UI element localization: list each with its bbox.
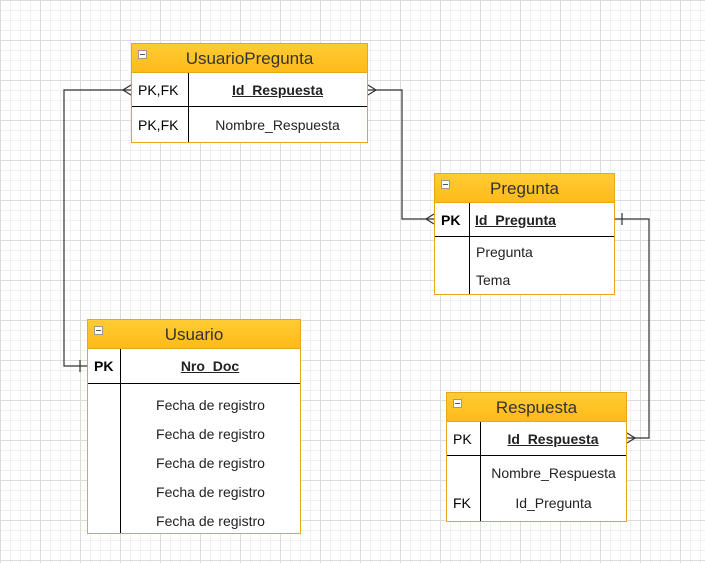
field-name: Id_Respuesta [507, 430, 599, 447]
attributes-section: Fecha de registro Fecha de registro Fech… [88, 384, 300, 533]
key-column: FK [447, 456, 481, 521]
collapse-icon[interactable] [138, 50, 147, 59]
key-label: PK [88, 349, 121, 383]
collapse-icon[interactable] [453, 399, 462, 408]
attribute[interactable]: Id_Pregunta [515, 495, 592, 511]
attribute[interactable]: Fecha de registro [156, 483, 265, 500]
field-name: Id_Pregunta [475, 211, 556, 228]
attribute[interactable]: Fecha de registro [156, 396, 265, 413]
key-column [88, 384, 121, 533]
key-label: PK [435, 203, 470, 236]
field-name: Id_Respuesta [231, 81, 324, 98]
field-name: Nro_Doc [180, 358, 240, 374]
entity-title: Usuario [164, 325, 224, 344]
crowfoot-many-end [367, 84, 378, 96]
connector-pregunta-respuesta[interactable] [615, 213, 650, 444]
key-label [447, 458, 480, 488]
attribute[interactable]: Fecha de registro [156, 454, 265, 471]
pk-row[interactable]: PK Id_Respuesta [447, 422, 626, 456]
attributes-section: FK Nombre_Respuesta Id_Pregunta [447, 456, 626, 521]
entity-header[interactable]: UsuarioPregunta [132, 44, 367, 73]
entity-title: UsuarioPregunta [185, 49, 314, 68]
key-label: PK [447, 422, 481, 455]
entity-usuariopregunta[interactable]: UsuarioPregunta PK,FK Id_Respuesta PK,FK… [131, 43, 368, 143]
key-label: PK,FK [132, 73, 189, 106]
entity-header[interactable]: Respuesta [447, 393, 626, 422]
connector-usuariopregunta-pregunta[interactable] [367, 84, 435, 225]
crowfoot-many-end [121, 84, 132, 96]
connector-usuariopregunta-usuario[interactable] [63, 84, 132, 372]
entity-usuario[interactable]: Usuario PK Nro_Doc Fecha de registro Fec… [87, 319, 301, 534]
entity-header[interactable]: Pregunta [435, 174, 614, 203]
field-name: Nombre_Respuesta [215, 116, 340, 133]
collapse-icon[interactable] [94, 326, 103, 335]
entity-title: Respuesta [495, 398, 578, 417]
attribute[interactable]: Fecha de registro [156, 425, 265, 442]
entity-pregunta[interactable]: Pregunta PK Id_Pregunta Pregunta Tema [434, 173, 615, 295]
crowfoot-many-end [626, 432, 637, 444]
collapse-icon[interactable] [441, 180, 450, 189]
attribute[interactable]: Pregunta [476, 243, 533, 260]
pk-row[interactable]: PK Nro_Doc [88, 349, 300, 384]
attribute[interactable]: Nombre_Respuesta [491, 465, 616, 481]
entity-title: Pregunta [490, 179, 559, 198]
field-row[interactable]: PK,FK Nombre_Respuesta [132, 107, 367, 142]
entity-respuesta[interactable]: Respuesta PK Id_Respuesta FK Nombre_Resp… [446, 392, 627, 522]
attribute[interactable]: Fecha de registro [156, 512, 265, 529]
pk-row[interactable]: PK Id_Pregunta [435, 203, 614, 237]
attribute[interactable]: Tema [476, 272, 511, 288]
key-column [435, 237, 470, 294]
entity-header[interactable]: Usuario [88, 320, 300, 349]
key-label: FK [453, 495, 471, 511]
crowfoot-many-end [424, 213, 435, 225]
pk-row[interactable]: PK,FK Id_Respuesta [132, 73, 367, 107]
attributes-section: Pregunta Tema [435, 237, 614, 294]
key-label: PK,FK [132, 107, 189, 142]
